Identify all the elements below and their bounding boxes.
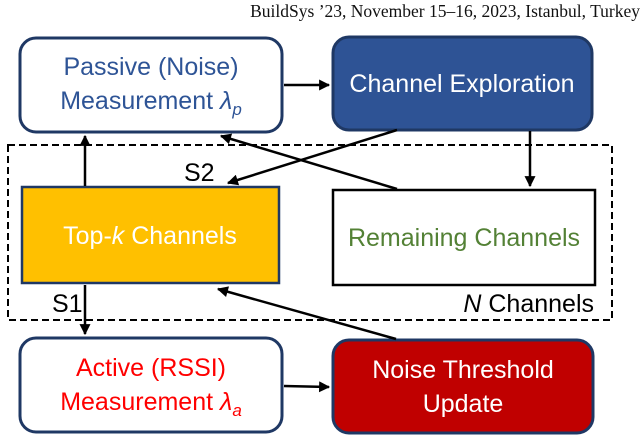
node-noise-threshold-update bbox=[331, 338, 595, 435]
top-k-channels-label: Top-k Channels bbox=[63, 222, 237, 250]
node-channel-exploration bbox=[331, 35, 594, 132]
arrow-noise-update-to-top-k bbox=[216, 286, 397, 341]
label-n-channels: N Channels bbox=[463, 290, 594, 318]
label-s1: S1 bbox=[52, 290, 83, 318]
noise-threshold-label-line2: Update bbox=[423, 390, 504, 418]
arrow-remaining-to-passive bbox=[219, 133, 398, 191]
n-channels-group-box bbox=[7, 144, 613, 321]
active-measurement-label-line2: Measurement λa bbox=[60, 388, 242, 420]
node-passive-measurement bbox=[18, 36, 284, 134]
node-active-measurement bbox=[18, 336, 284, 434]
remaining-channels-label: Remaining Channels bbox=[348, 224, 580, 252]
active-measurement-label-line1: Active (RSSI) bbox=[76, 354, 226, 382]
channel-exploration-label: Channel Exploration bbox=[349, 70, 574, 98]
arrow-exploration-to-top-k bbox=[226, 128, 398, 186]
arrow-active-to-noise-update bbox=[283, 381, 331, 393]
label-s2: S2 bbox=[184, 159, 215, 187]
noise-threshold-label-line1: Noise Threshold bbox=[372, 356, 554, 384]
node-remaining-channels bbox=[331, 188, 597, 287]
passive-measurement-label-line1: Passive (Noise) bbox=[63, 53, 238, 81]
node-top-k-channels bbox=[20, 185, 281, 285]
conference-header: BuildSys ’23, November 15–16, 2023, Ista… bbox=[250, 1, 640, 21]
passive-measurement-label-line2: Measurement λp bbox=[60, 87, 242, 119]
